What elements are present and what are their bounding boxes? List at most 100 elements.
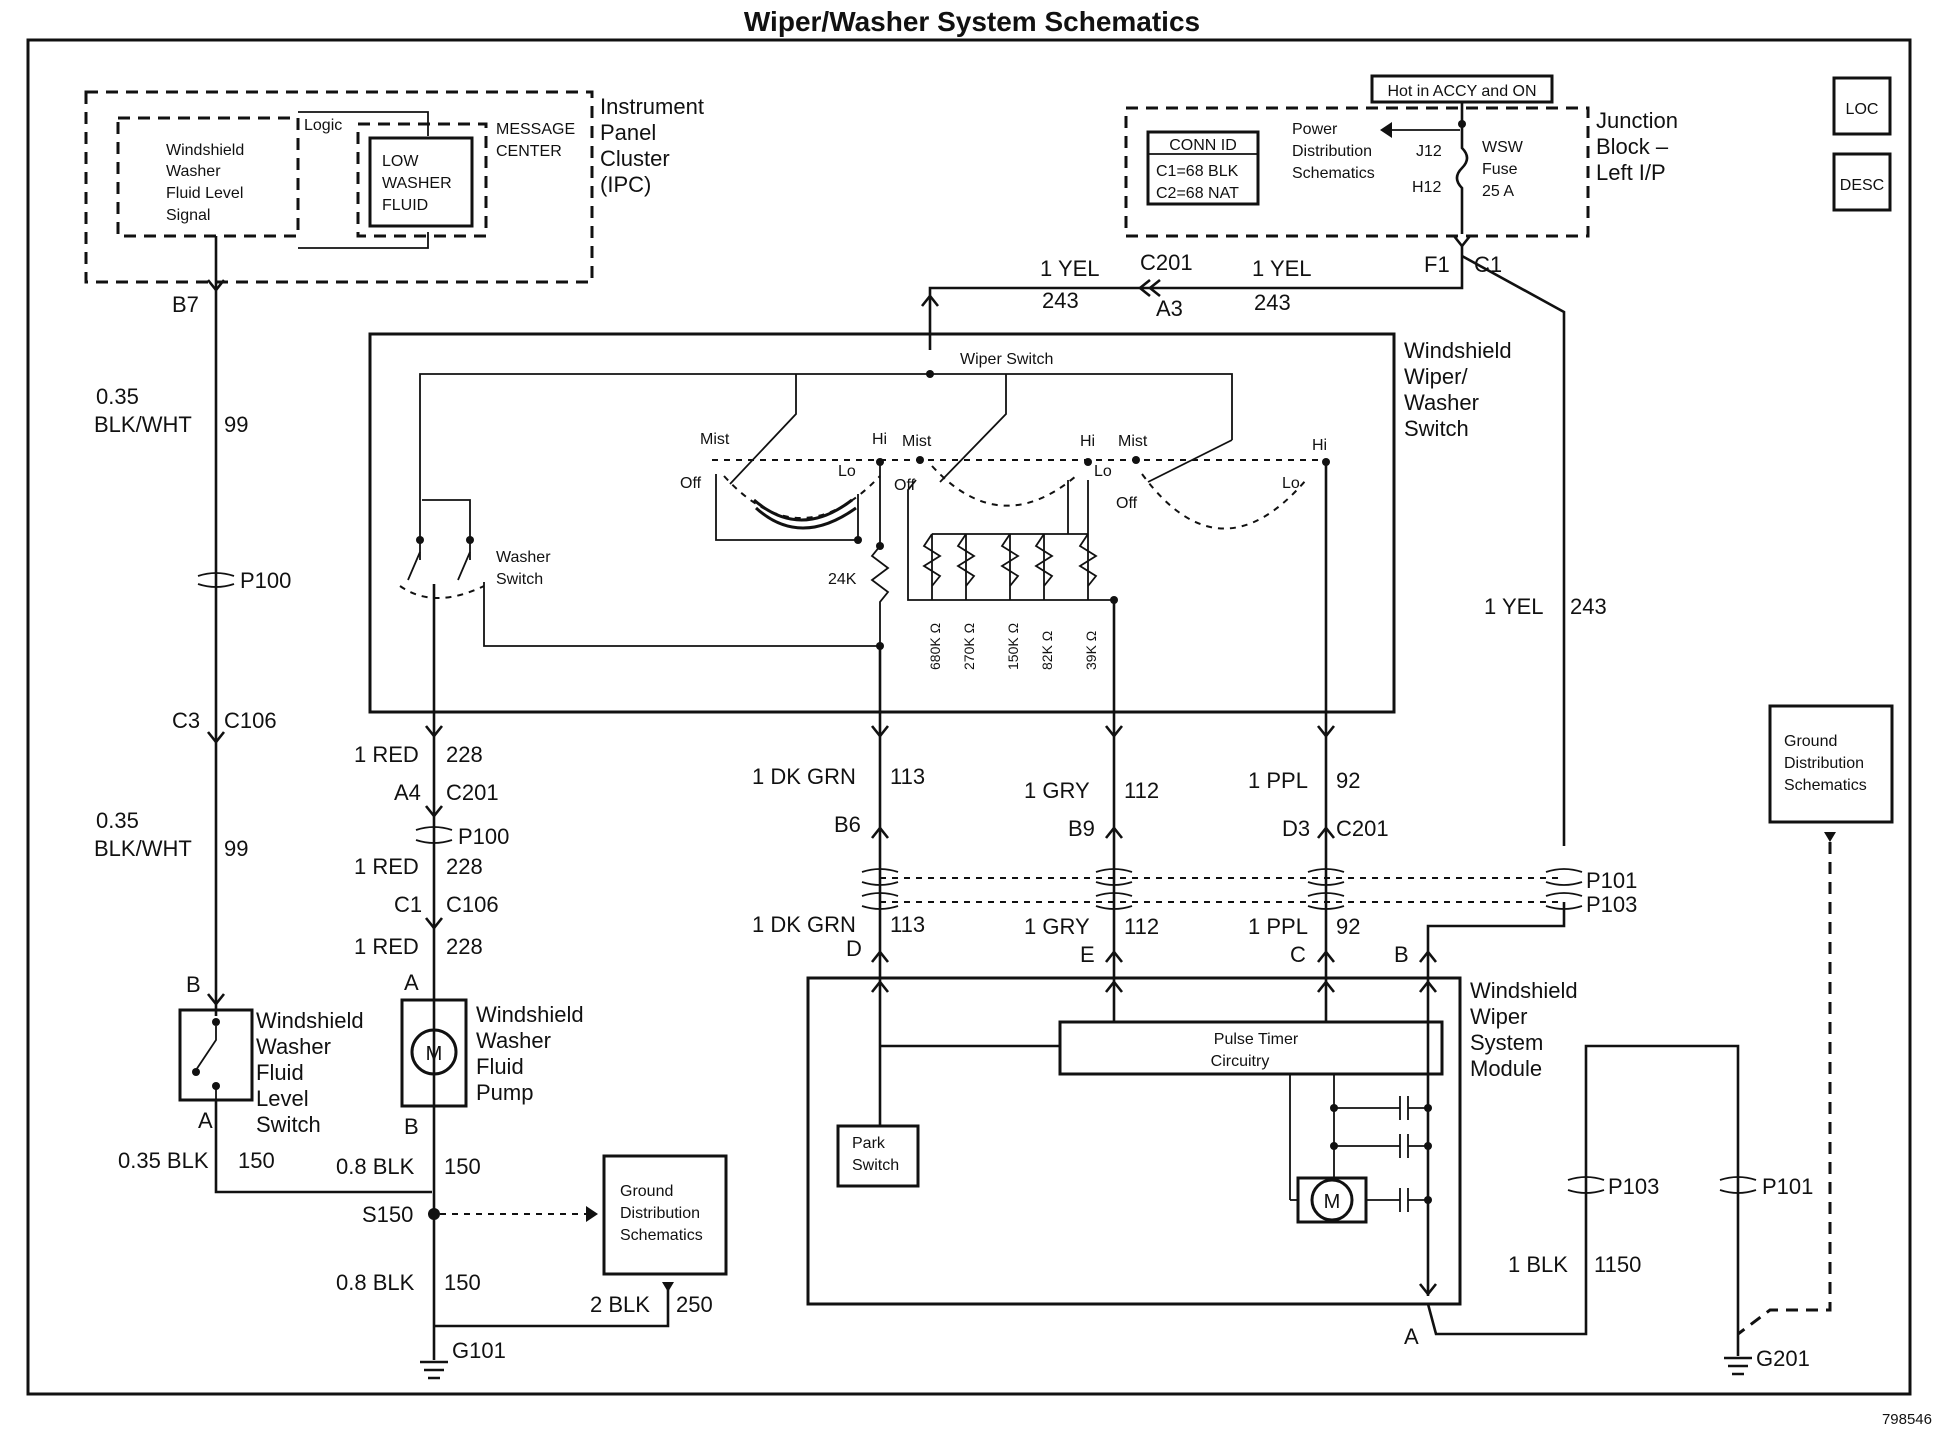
- svg-text:Windshield: Windshield: [1404, 338, 1512, 363]
- svg-text:Circuitry: Circuitry: [1211, 1053, 1270, 1070]
- svg-text:A: A: [1404, 1324, 1419, 1349]
- ipc-msg-1: MESSAGE: [496, 121, 575, 138]
- svg-text:F1: F1: [1424, 252, 1450, 277]
- svg-text:1 YEL: 1 YEL: [1040, 256, 1100, 281]
- svg-text:150K Ω: 150K Ω: [1005, 623, 1021, 670]
- svg-text:C1=68 BLK: C1=68 BLK: [1156, 163, 1239, 180]
- svg-text:LOC: LOC: [1846, 101, 1879, 118]
- svg-text:CONN ID: CONN ID: [1169, 137, 1237, 154]
- svg-text:1 PPL: 1 PPL: [1248, 914, 1308, 939]
- ipc-name-3: Cluster: [600, 146, 670, 171]
- svg-text:Lo: Lo: [1282, 475, 1300, 492]
- svg-text:P101: P101: [1586, 868, 1637, 893]
- svg-text:C201: C201: [446, 780, 499, 805]
- svg-text:P103: P103: [1608, 1174, 1659, 1199]
- svg-text:Off: Off: [1116, 495, 1138, 512]
- svg-text:Pulse Timer: Pulse Timer: [1214, 1031, 1299, 1048]
- desc-box[interactable]: DESC: [1832, 152, 1892, 212]
- svg-text:B9: B9: [1068, 816, 1095, 841]
- svg-text:Schematics: Schematics: [620, 1227, 703, 1244]
- svg-text:Lo: Lo: [1094, 463, 1112, 480]
- svg-text:150: 150: [444, 1270, 481, 1295]
- svg-text:150: 150: [444, 1154, 481, 1179]
- svg-text:S150: S150: [362, 1202, 413, 1227]
- svg-text:1 GRY: 1 GRY: [1024, 778, 1090, 803]
- svg-text:1 RED: 1 RED: [354, 742, 419, 767]
- svg-text:C106: C106: [224, 708, 277, 733]
- svg-text:Washer: Washer: [476, 1028, 551, 1053]
- svg-text:E: E: [1080, 942, 1095, 967]
- svg-text:0.35 BLK: 0.35 BLK: [118, 1148, 209, 1173]
- svg-text:1150: 1150: [1594, 1252, 1641, 1277]
- svg-text:113: 113: [890, 764, 925, 789]
- ipc-msg-2: CENTER: [496, 143, 562, 160]
- svg-text:Module: Module: [1470, 1056, 1542, 1081]
- svg-text:270K Ω: 270K Ω: [961, 623, 977, 670]
- ipc-name-1: Instrument: [600, 94, 704, 119]
- washer-pump-circuit: 1 RED 228 A4 C201 P100 1 RED 228 C1 C106…: [336, 584, 728, 1380]
- svg-text:Windshield: Windshield: [256, 1008, 364, 1033]
- svg-text:A3: A3: [1156, 296, 1183, 321]
- outer-frame: [26, 38, 1912, 1396]
- wiper-washer-switch: Windshield Wiper/ Washer Switch Wiper Sw…: [368, 332, 1512, 714]
- svg-text:M: M: [1324, 1191, 1341, 1213]
- svg-text:Mist: Mist: [1118, 433, 1148, 450]
- ipc-name-4: (IPC): [600, 172, 651, 197]
- junction-block: Hot in ACCY and ON CONN ID C1=68 BLK C2=…: [1124, 74, 1678, 277]
- svg-text:Off: Off: [894, 477, 916, 494]
- svg-text:Fuse: Fuse: [1482, 161, 1518, 178]
- figure-number: 798546: [1882, 1411, 1932, 1428]
- svg-text:P100: P100: [458, 824, 509, 849]
- svg-text:BLK/WHT: BLK/WHT: [94, 412, 192, 437]
- svg-text:Washer: Washer: [1404, 390, 1479, 415]
- ipc-signal-2: Washer: [166, 163, 221, 180]
- svg-text:B: B: [1394, 942, 1409, 967]
- svg-text:243: 243: [1042, 288, 1079, 313]
- page-title: Wiper/Washer System Schematics: [743, 6, 1201, 37]
- svg-text:D3: D3: [1282, 816, 1310, 841]
- svg-text:112: 112: [1124, 778, 1159, 803]
- svg-text:Washer: Washer: [496, 549, 551, 566]
- svg-text:99: 99: [224, 412, 248, 437]
- svg-text:Hot in ACCY and ON: Hot in ACCY and ON: [1387, 83, 1536, 100]
- svg-text:DESC: DESC: [1840, 177, 1884, 194]
- svg-text:1 RED: 1 RED: [354, 934, 419, 959]
- svg-text:Windshield: Windshield: [476, 1002, 584, 1027]
- svg-text:1 YEL: 1 YEL: [1484, 594, 1544, 619]
- ipc-logic-label: Logic: [304, 117, 342, 134]
- ipc-block: Logic Windshield Washer Fluid Level Sign…: [84, 90, 704, 284]
- svg-text:G101: G101: [452, 1338, 506, 1363]
- svg-text:Hi: Hi: [872, 431, 887, 448]
- svg-text:Schematics: Schematics: [1784, 777, 1867, 794]
- svg-text:Fluid: Fluid: [256, 1060, 304, 1085]
- svg-text:A: A: [404, 970, 419, 995]
- svg-text:G201: G201: [1756, 1346, 1810, 1371]
- loc-box[interactable]: LOC: [1832, 76, 1892, 136]
- svg-text:C106: C106: [446, 892, 499, 917]
- svg-text:Distribution: Distribution: [1784, 755, 1864, 772]
- svg-text:0.35: 0.35: [96, 384, 139, 409]
- svg-text:Distribution: Distribution: [1292, 143, 1372, 160]
- svg-text:A4: A4: [394, 780, 421, 805]
- svg-text:Junction: Junction: [1596, 108, 1678, 133]
- svg-text:J12: J12: [1416, 143, 1442, 160]
- svg-text:243: 243: [1570, 594, 1607, 619]
- svg-text:Left I/P: Left I/P: [1596, 160, 1666, 185]
- svg-text:Wiper Switch: Wiper Switch: [960, 351, 1053, 368]
- svg-text:1 GRY: 1 GRY: [1024, 914, 1090, 939]
- svg-text:B7: B7: [172, 292, 199, 317]
- fluid-level-circuit: B7 0.35 BLK/WHT 99 P100 C3 C106 0.35 BLK…: [94, 236, 432, 1194]
- svg-text:Distribution: Distribution: [620, 1205, 700, 1222]
- svg-text:BLK/WHT: BLK/WHT: [94, 836, 192, 861]
- svg-text:1 DK GRN: 1 DK GRN: [752, 912, 856, 937]
- svg-text:82K Ω: 82K Ω: [1039, 631, 1055, 670]
- svg-text:B: B: [404, 1114, 419, 1139]
- svg-text:Ground: Ground: [620, 1183, 673, 1200]
- svg-text:WSW: WSW: [1482, 139, 1524, 156]
- svg-text:0.35: 0.35: [96, 808, 139, 833]
- svg-text:Off: Off: [680, 475, 702, 492]
- svg-text:113: 113: [890, 912, 925, 937]
- ipc-low-3: FLUID: [382, 197, 428, 214]
- svg-text:0.8 BLK: 0.8 BLK: [336, 1270, 415, 1295]
- svg-text:1 PPL: 1 PPL: [1248, 768, 1308, 793]
